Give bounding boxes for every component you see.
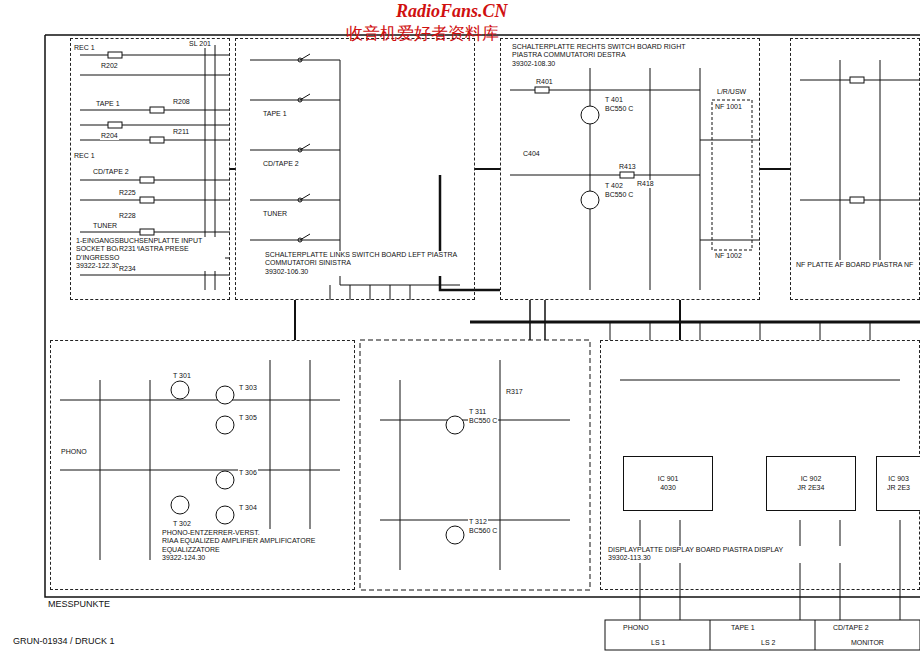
ic-label: IC 903: [886, 475, 911, 483]
component-label: BC550 C: [604, 105, 634, 113]
board-heading: 39302-108.30: [511, 60, 701, 68]
component-label: TUNER: [92, 222, 118, 230]
board-heading: 39302-113.30: [607, 554, 867, 562]
ic-label: 4030: [657, 484, 680, 492]
board-heading: SCHALTERPLATTE RECHTS SWITCH BOARD RIGHT…: [511, 43, 701, 60]
ic-label: IC 901: [657, 475, 680, 483]
text-block: 1-EINGANGSBUCHSENPLATTE INPUT SOCKET BOA…: [75, 237, 225, 271]
component-label: R413: [618, 163, 637, 171]
text-block: IC 903JR 2E3: [886, 475, 911, 492]
ic-box: IC 902JR 2E34: [766, 456, 856, 511]
bus-connector: [475, 168, 500, 170]
component-label: R418: [636, 180, 655, 188]
text-block: SCHALTERPLATTE RECHTS SWITCH BOARD RIGHT…: [511, 43, 701, 68]
component-label: T 301: [172, 372, 192, 380]
text-block: IC 902JR 2E34: [797, 475, 826, 492]
component-label: TAPE 1: [95, 100, 121, 108]
component-label: R211: [172, 128, 190, 136]
text-block: DISPLAYPLATTE DISPLAY BOARD PIASTRA DISP…: [607, 546, 867, 563]
component-label: R202: [100, 62, 119, 70]
board-heading: NF PLATTE AF BOARD PIASTRA NF: [795, 261, 915, 269]
bus-connector: [760, 168, 790, 170]
board-region: PHONO-ENTZERRER-VERST.RIAA EQUALIZED AMP…: [50, 340, 355, 590]
component-label: LS 2: [760, 639, 776, 647]
ic-box: IC 9014030: [623, 456, 713, 511]
bus-connector: [294, 300, 296, 340]
component-label: TAPE 1: [730, 624, 756, 632]
board-region: SCHALTERPLATTE LINKS SWITCH BOARD LEFT P…: [235, 38, 475, 300]
component-label: T 306: [238, 469, 258, 477]
component-label: T 401: [604, 96, 624, 104]
board-region: NF PLATTE AF BOARD PIASTRA NF: [790, 38, 920, 300]
watermark: RadioFans.CN: [395, 2, 509, 22]
component-label: R317: [505, 388, 524, 396]
component-label: BC560 C: [468, 527, 498, 535]
board-heading: SCHALTERPLATTE LINKS SWITCH BOARD LEFT P…: [264, 251, 464, 268]
component-label: PHONO: [622, 624, 650, 632]
board-heading: 39302-106.30: [264, 268, 464, 276]
component-label: R204: [100, 132, 119, 140]
text-block: IC 9014030: [657, 475, 680, 492]
board-heading: DISPLAYPLATTE DISPLAY BOARD PIASTRA DISP…: [607, 546, 867, 554]
component-label: REC 1: [73, 44, 96, 52]
footer-note: GRUN-01934 / DRUCK 1: [12, 637, 116, 647]
component-label: TAPE 1: [262, 110, 288, 118]
ic-label: IC 902: [797, 475, 826, 483]
component-label: R225: [118, 189, 137, 197]
footer-note: MESSPUNKTE: [47, 600, 111, 610]
board-heading: RIAA EQUALIZED AMPLIFIER AMPLIFICATORE E…: [161, 537, 346, 554]
component-label: NF 1002: [714, 252, 743, 260]
text-block: PHONO-ENTZERRER-VERST.RIAA EQUALIZED AMP…: [161, 529, 346, 563]
component-label: SL 201: [188, 40, 212, 48]
ic-label: JR 2E34: [797, 484, 826, 492]
component-label: CD/TAPE 2: [92, 168, 130, 176]
watermark: 收音机爱好者资料库: [345, 24, 500, 43]
board-heading: 39322-124.30: [161, 554, 346, 562]
component-label: T 305: [238, 414, 258, 422]
component-label: NF 1001: [714, 103, 743, 111]
ic-box: IC 903JR 2E3: [876, 456, 920, 511]
component-label: R231: [118, 245, 137, 253]
component-label: T 311: [468, 408, 487, 416]
ic-label: JR 2E3: [886, 484, 911, 492]
component-label: REC 1: [73, 152, 96, 160]
component-label: MONITOR: [850, 639, 885, 647]
component-label: R228: [118, 212, 137, 220]
board-heading: PHONO-ENTZERRER-VERST.: [161, 529, 346, 537]
component-label: R401: [535, 78, 554, 86]
component-label: T 402: [604, 182, 624, 190]
component-label: C404: [522, 150, 541, 158]
component-label: PHONO: [60, 448, 88, 456]
component-label: BC550 C: [468, 417, 498, 425]
component-label: R208: [172, 98, 191, 106]
bus-connector: [679, 300, 681, 340]
component-label: T 303: [238, 384, 258, 392]
board-heading: 39322-122.30: [75, 262, 225, 270]
text-block: NF PLATTE AF BOARD PIASTRA NF: [795, 261, 915, 269]
component-label: BC550 C: [604, 191, 634, 199]
component-label: T 304: [238, 504, 258, 512]
component-label: T 302: [172, 520, 192, 528]
component-label: LS 1: [650, 639, 666, 647]
component-label: T 312: [468, 518, 488, 526]
component-label: R234: [118, 265, 137, 273]
component-label: TUNER: [262, 210, 288, 218]
text-block: SCHALTERPLATTE LINKS SWITCH BOARD LEFT P…: [264, 251, 464, 276]
component-label: CD/TAPE 2: [832, 624, 870, 632]
component-label: CD/TAPE 2: [262, 160, 300, 168]
component-label: L/R/USW: [716, 88, 747, 96]
board-region: DISPLAYPLATTE DISPLAY BOARD PIASTRA DISP…: [600, 340, 920, 590]
board-heading: 1-EINGANGSBUCHSENPLATTE INPUT SOCKET BOA…: [75, 237, 225, 262]
